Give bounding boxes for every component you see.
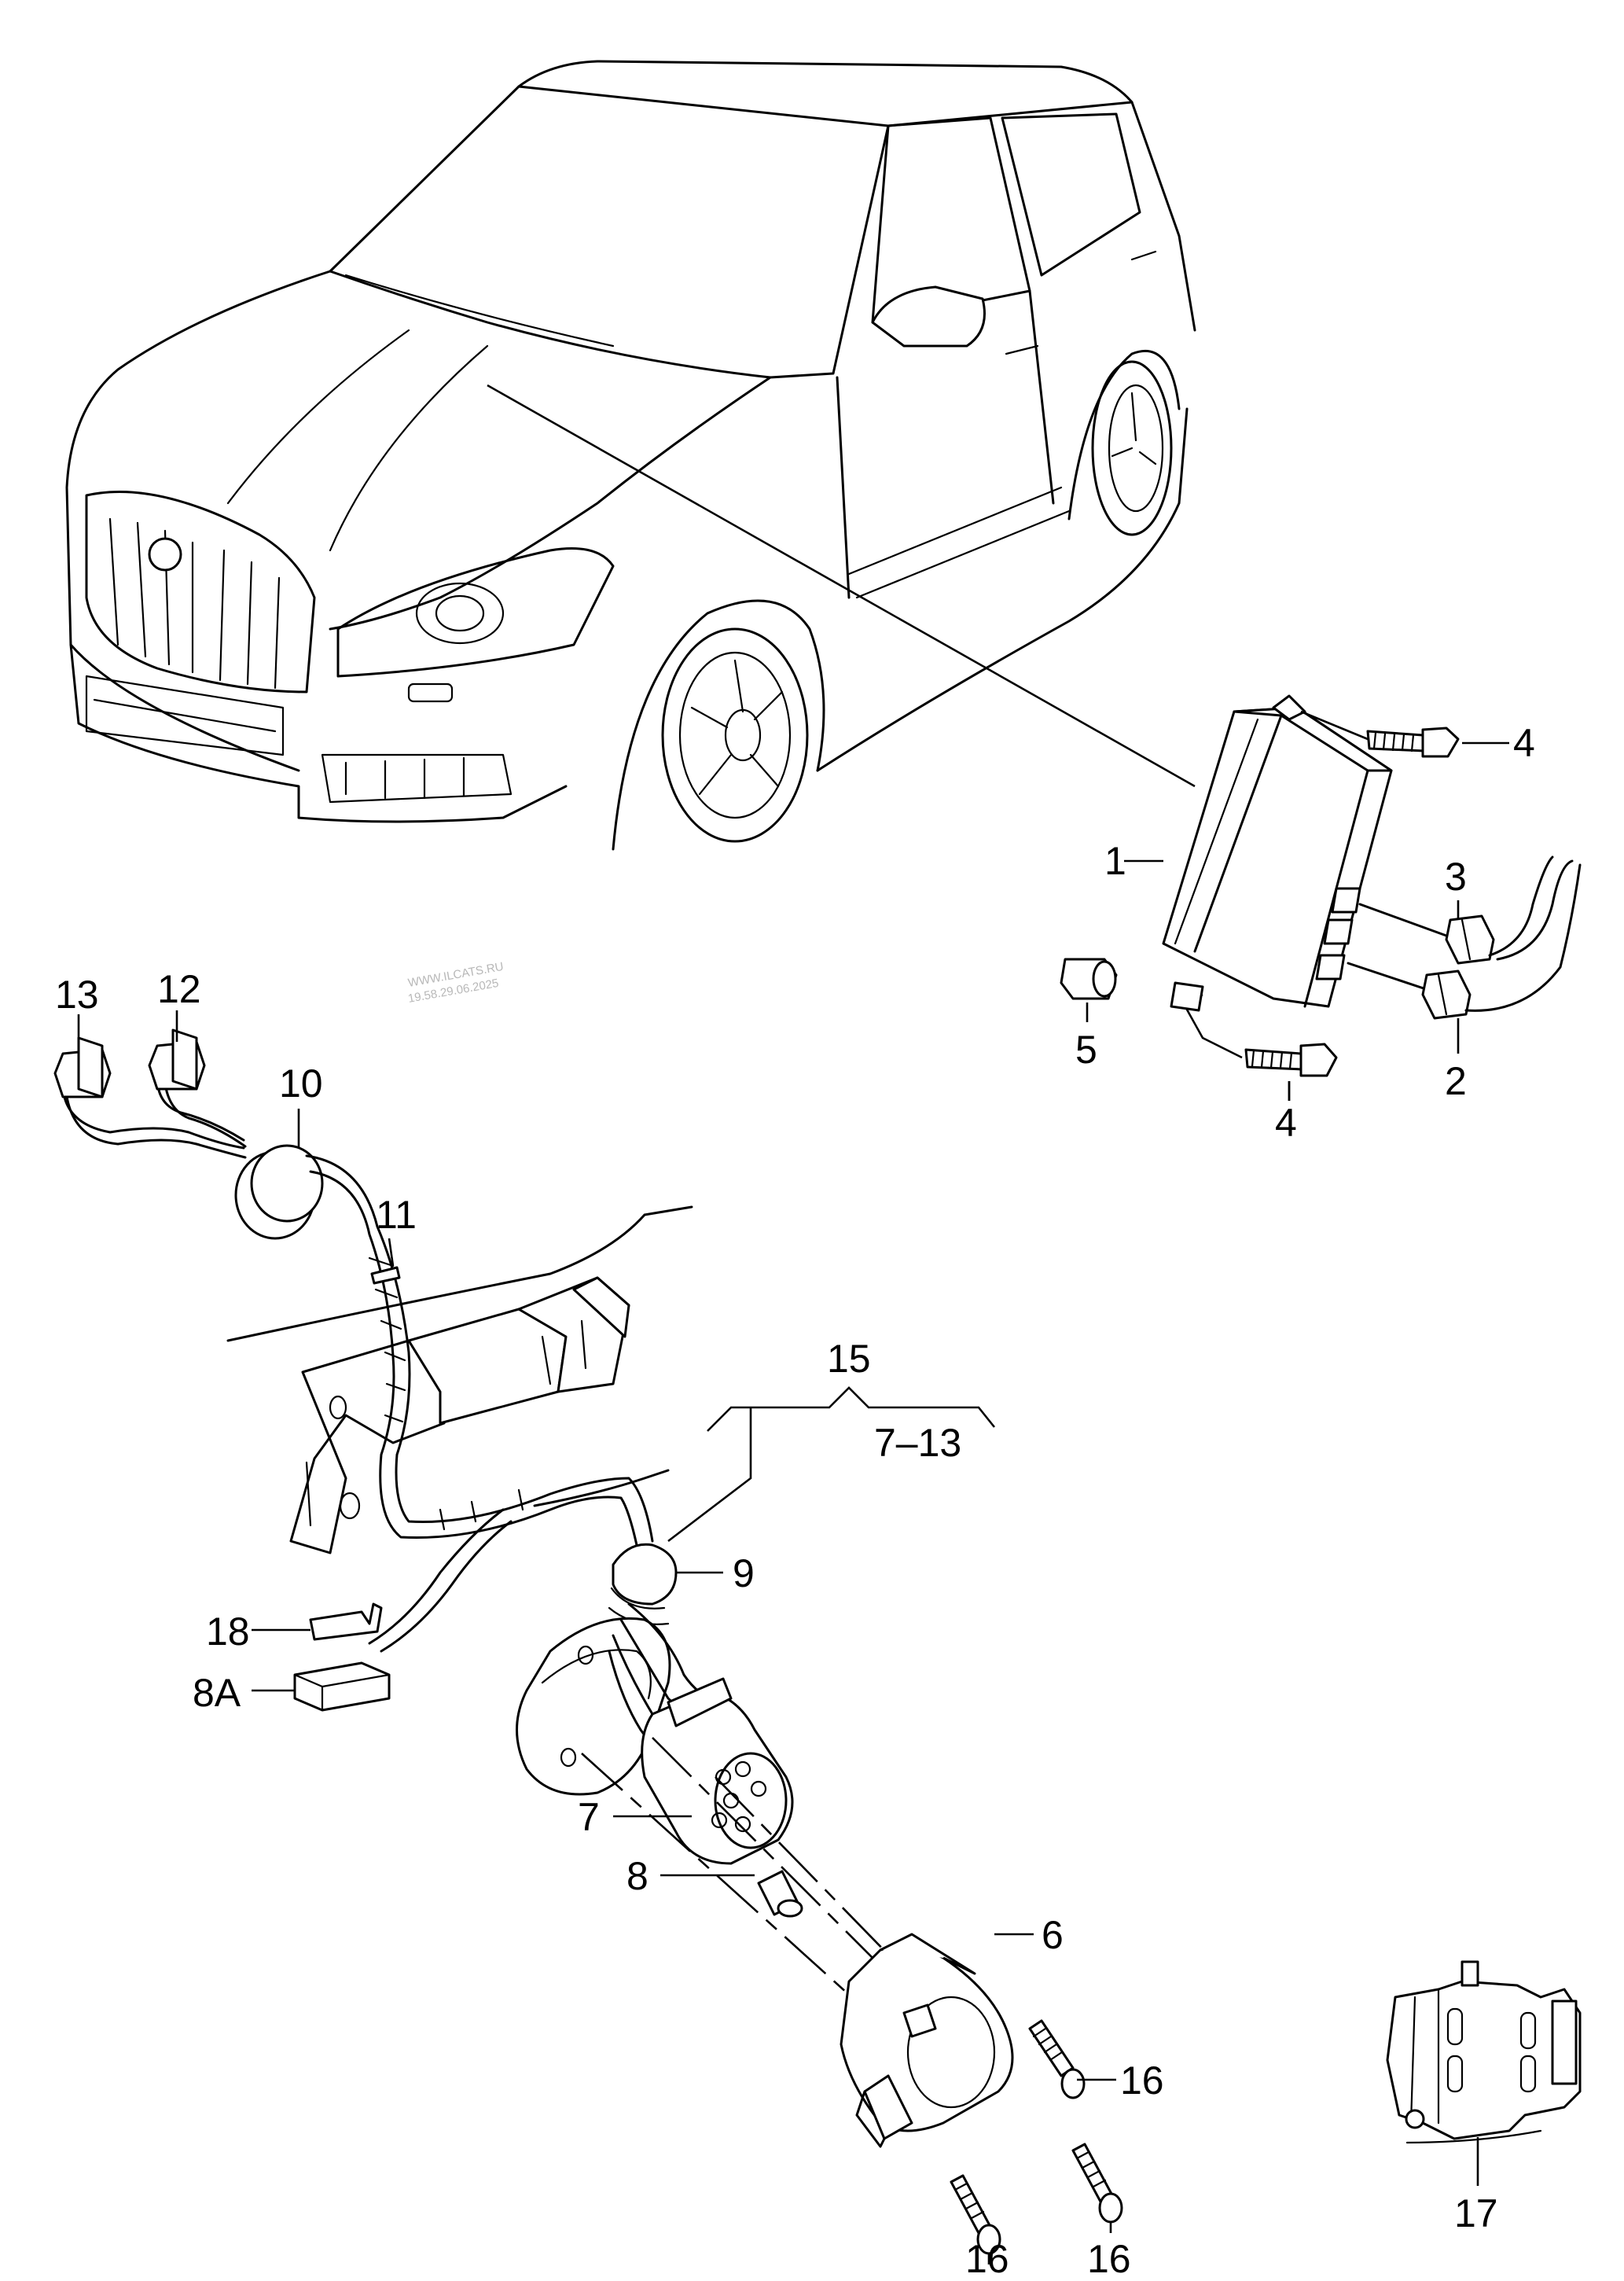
callout-12: 12 (157, 967, 201, 1011)
socket-assembly-17 (1386, 1960, 1582, 2186)
callout-16-bottom-right: 16 (1087, 2237, 1131, 2281)
callout-10: 10 (279, 1061, 323, 1106)
callout-15-range: 7–13 (874, 1421, 961, 1465)
callout-4-bottom: 4 (1275, 1101, 1297, 1145)
callout-7: 7 (578, 1795, 600, 1839)
callout-13: 13 (55, 973, 99, 1017)
control-unit-assembly (1060, 694, 1582, 1101)
callout-1: 1 (1104, 839, 1126, 883)
callout-15: 15 (827, 1337, 871, 1381)
callout-16-right: 16 (1120, 2058, 1164, 2103)
callout-2: 2 (1445, 1059, 1467, 1103)
callout-3: 3 (1445, 855, 1467, 899)
callout-8a: 8A (193, 1671, 241, 1715)
callout-18: 18 (206, 1610, 250, 1654)
trailer-socket-assembly (516, 1602, 1123, 2264)
callout-8: 8 (626, 1854, 648, 1898)
harness-and-bracket (53, 1010, 996, 1712)
callout-6: 6 (1042, 1913, 1064, 1957)
callout-17: 17 (1454, 2191, 1498, 2235)
callout-5: 5 (1075, 1028, 1097, 1072)
vehicle-illustration (65, 60, 1196, 851)
callout-9: 9 (733, 1551, 755, 1595)
callout-11: 11 (376, 1193, 417, 1237)
callout-4-top: 4 (1513, 721, 1535, 765)
callout-16-bottom-left: 16 (965, 2237, 1009, 2281)
callout-labels: 1 2 3 4 4 5 6 7 8 8A 9 10 11 12 13 15 7–… (55, 721, 1535, 2281)
